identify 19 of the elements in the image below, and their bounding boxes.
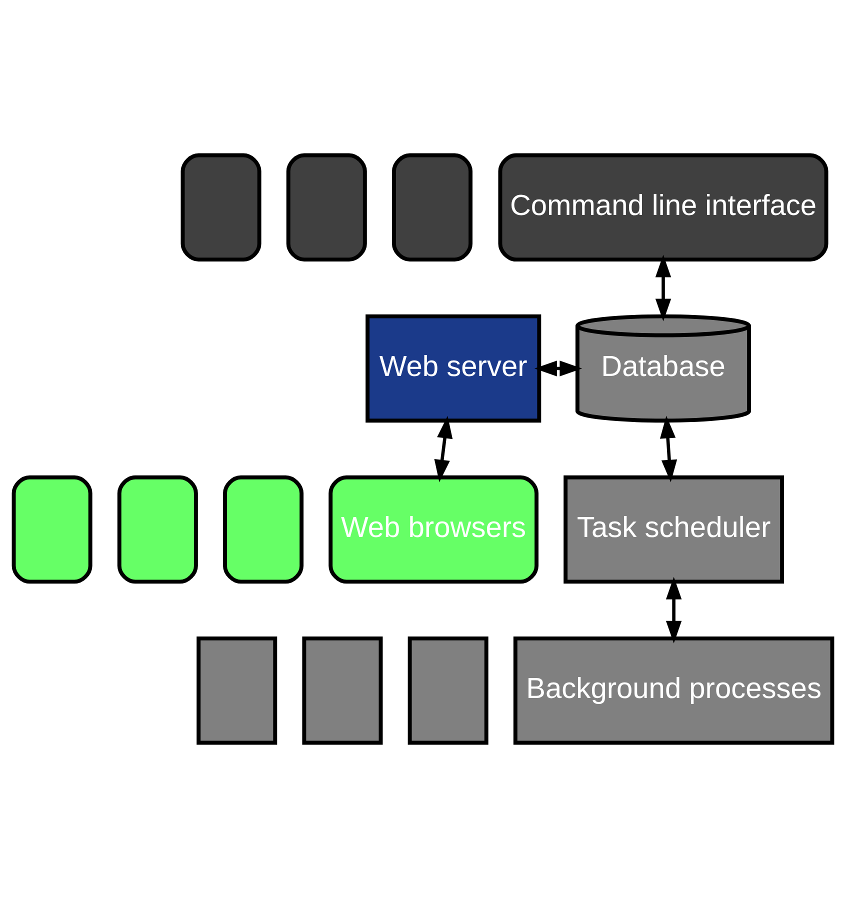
node-box xyxy=(223,474,304,584)
node-box xyxy=(392,152,472,262)
node-box xyxy=(180,152,262,262)
node-box xyxy=(286,152,367,262)
node-box xyxy=(12,474,92,584)
arrow xyxy=(534,360,582,376)
node-box xyxy=(302,636,383,744)
arrow xyxy=(434,415,453,482)
node-box: Web server xyxy=(366,314,542,422)
node-box: Background processes xyxy=(513,636,834,744)
node-box: Web browsers xyxy=(328,474,538,584)
node-box xyxy=(196,636,278,744)
arrow xyxy=(655,254,672,321)
arrow xyxy=(666,576,682,643)
node-box: Task scheduler xyxy=(564,474,784,584)
node-box xyxy=(408,636,488,744)
node-box: Command line interface xyxy=(498,152,828,262)
node-box xyxy=(117,474,198,584)
arrow xyxy=(660,415,678,482)
